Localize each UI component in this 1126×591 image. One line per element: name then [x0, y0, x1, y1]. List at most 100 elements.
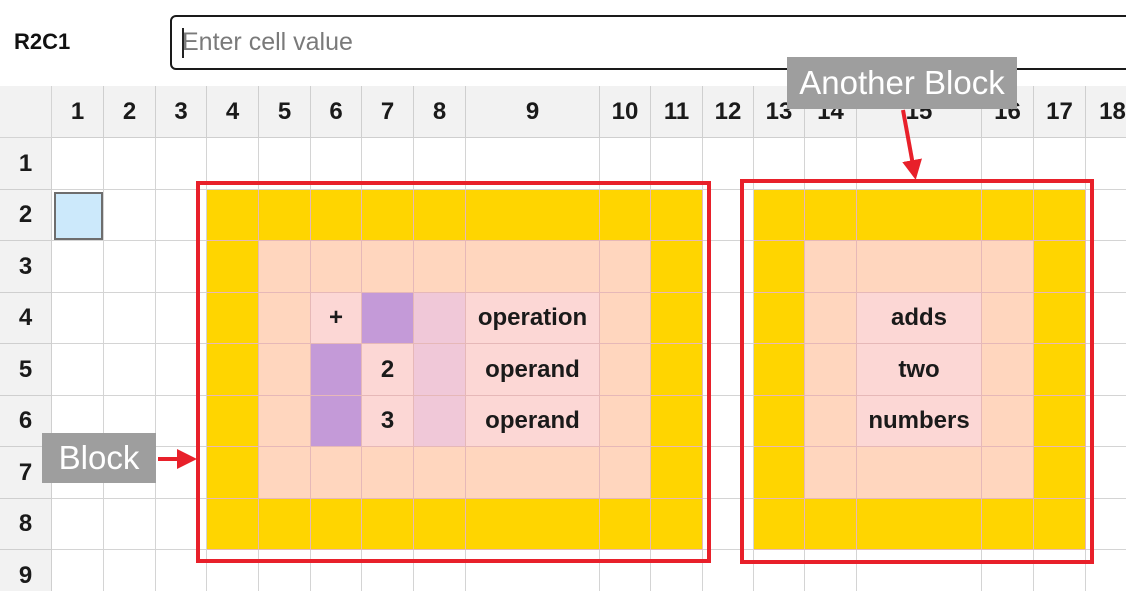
grid-cell[interactable]: [259, 293, 311, 344]
grid-cell[interactable]: [754, 293, 805, 344]
grid-cell[interactable]: [982, 241, 1034, 293]
grid-cell[interactable]: [805, 241, 857, 293]
column-header[interactable]: 8: [414, 86, 466, 138]
block-cell-text[interactable]: adds: [857, 293, 982, 344]
block-cell-text[interactable]: operand: [466, 396, 600, 447]
grid-cell[interactable]: [259, 190, 311, 241]
grid-cell[interactable]: [600, 190, 651, 241]
column-header[interactable]: 1: [52, 86, 104, 138]
grid-cell[interactable]: [651, 138, 703, 190]
column-header[interactable]: 5: [259, 86, 311, 138]
grid-cell[interactable]: [651, 447, 703, 499]
grid-cell[interactable]: [104, 344, 156, 396]
grid-cell[interactable]: [207, 447, 259, 499]
grid-cell[interactable]: [1034, 344, 1086, 396]
grid-cell[interactable]: [1034, 190, 1086, 241]
grid-cell[interactable]: [1086, 241, 1126, 293]
grid-cell[interactable]: [703, 293, 754, 344]
grid-cell[interactable]: [754, 499, 805, 550]
grid-cell[interactable]: [600, 499, 651, 550]
column-header[interactable]: 4: [207, 86, 259, 138]
grid-cell[interactable]: [52, 499, 104, 550]
grid-cell[interactable]: [466, 190, 600, 241]
grid-cell[interactable]: [600, 293, 651, 344]
grid-cell[interactable]: [362, 499, 414, 550]
grid-cell[interactable]: [857, 190, 982, 241]
grid-cell[interactable]: [156, 241, 207, 293]
grid-cell[interactable]: [362, 241, 414, 293]
grid-cell[interactable]: [52, 344, 104, 396]
grid-cell[interactable]: [982, 190, 1034, 241]
grid-cell[interactable]: [259, 241, 311, 293]
column-header[interactable]: 3: [156, 86, 207, 138]
row-header[interactable]: 9: [0, 550, 52, 591]
column-header[interactable]: 12: [703, 86, 754, 138]
grid-cell[interactable]: [1034, 138, 1086, 190]
grid-cell[interactable]: [703, 550, 754, 591]
column-header[interactable]: 17: [1034, 86, 1086, 138]
grid-cell[interactable]: [703, 138, 754, 190]
grid-cell[interactable]: [982, 138, 1034, 190]
grid-cell[interactable]: [754, 447, 805, 499]
column-header[interactable]: 6: [311, 86, 362, 138]
grid-cell[interactable]: [703, 499, 754, 550]
grid-cell[interactable]: [52, 241, 104, 293]
grid-cell[interactable]: [104, 241, 156, 293]
grid-cell[interactable]: [259, 550, 311, 591]
grid-cell[interactable]: [703, 396, 754, 447]
column-header[interactable]: 11: [651, 86, 703, 138]
grid-cell[interactable]: [703, 344, 754, 396]
grid-cell[interactable]: [414, 190, 466, 241]
grid-cell[interactable]: [259, 396, 311, 447]
grid-cell[interactable]: [362, 550, 414, 591]
grid-cell[interactable]: [805, 499, 857, 550]
grid-cell[interactable]: [259, 447, 311, 499]
grid-cell[interactable]: [311, 241, 362, 293]
grid-cell[interactable]: [982, 293, 1034, 344]
grid-cell[interactable]: [414, 396, 466, 447]
grid-cell[interactable]: [805, 344, 857, 396]
grid-cell[interactable]: [156, 190, 207, 241]
grid-cell[interactable]: [600, 241, 651, 293]
grid-cell[interactable]: [362, 293, 414, 344]
grid-cell[interactable]: [259, 344, 311, 396]
grid-cell[interactable]: [52, 550, 104, 591]
grid-cell[interactable]: [466, 499, 600, 550]
grid-cell[interactable]: [362, 447, 414, 499]
grid-cell[interactable]: [651, 499, 703, 550]
selected-cell-highlight[interactable]: [54, 192, 103, 240]
grid-cell[interactable]: [805, 293, 857, 344]
grid-cell[interactable]: [362, 190, 414, 241]
grid-cell[interactable]: [982, 447, 1034, 499]
grid-cell[interactable]: [600, 344, 651, 396]
grid-cell[interactable]: [805, 396, 857, 447]
grid-cell[interactable]: [414, 447, 466, 499]
grid-cell[interactable]: [311, 447, 362, 499]
grid-cell[interactable]: [754, 396, 805, 447]
grid-cell[interactable]: [466, 550, 600, 591]
grid-cell[interactable]: [857, 241, 982, 293]
grid-cell[interactable]: [414, 499, 466, 550]
grid-cell[interactable]: [805, 447, 857, 499]
grid-cell[interactable]: [156, 138, 207, 190]
grid-cell[interactable]: [156, 447, 207, 499]
grid-cell[interactable]: [600, 447, 651, 499]
grid-cell[interactable]: [414, 550, 466, 591]
grid-cell[interactable]: [156, 550, 207, 591]
grid-cell[interactable]: [311, 138, 362, 190]
grid-cell[interactable]: [651, 344, 703, 396]
grid-cell[interactable]: [207, 396, 259, 447]
grid-cell[interactable]: [207, 138, 259, 190]
grid-cell[interactable]: [311, 499, 362, 550]
grid-cell[interactable]: [207, 241, 259, 293]
row-header[interactable]: 1: [0, 138, 52, 190]
column-header[interactable]: 10: [600, 86, 651, 138]
row-header[interactable]: 2: [0, 190, 52, 241]
grid-cell[interactable]: [982, 344, 1034, 396]
block-cell-text[interactable]: +: [311, 293, 362, 344]
row-header[interactable]: 5: [0, 344, 52, 396]
grid-cell[interactable]: [104, 293, 156, 344]
grid-cell[interactable]: [414, 138, 466, 190]
grid-cell[interactable]: [857, 447, 982, 499]
row-header[interactable]: 4: [0, 293, 52, 344]
